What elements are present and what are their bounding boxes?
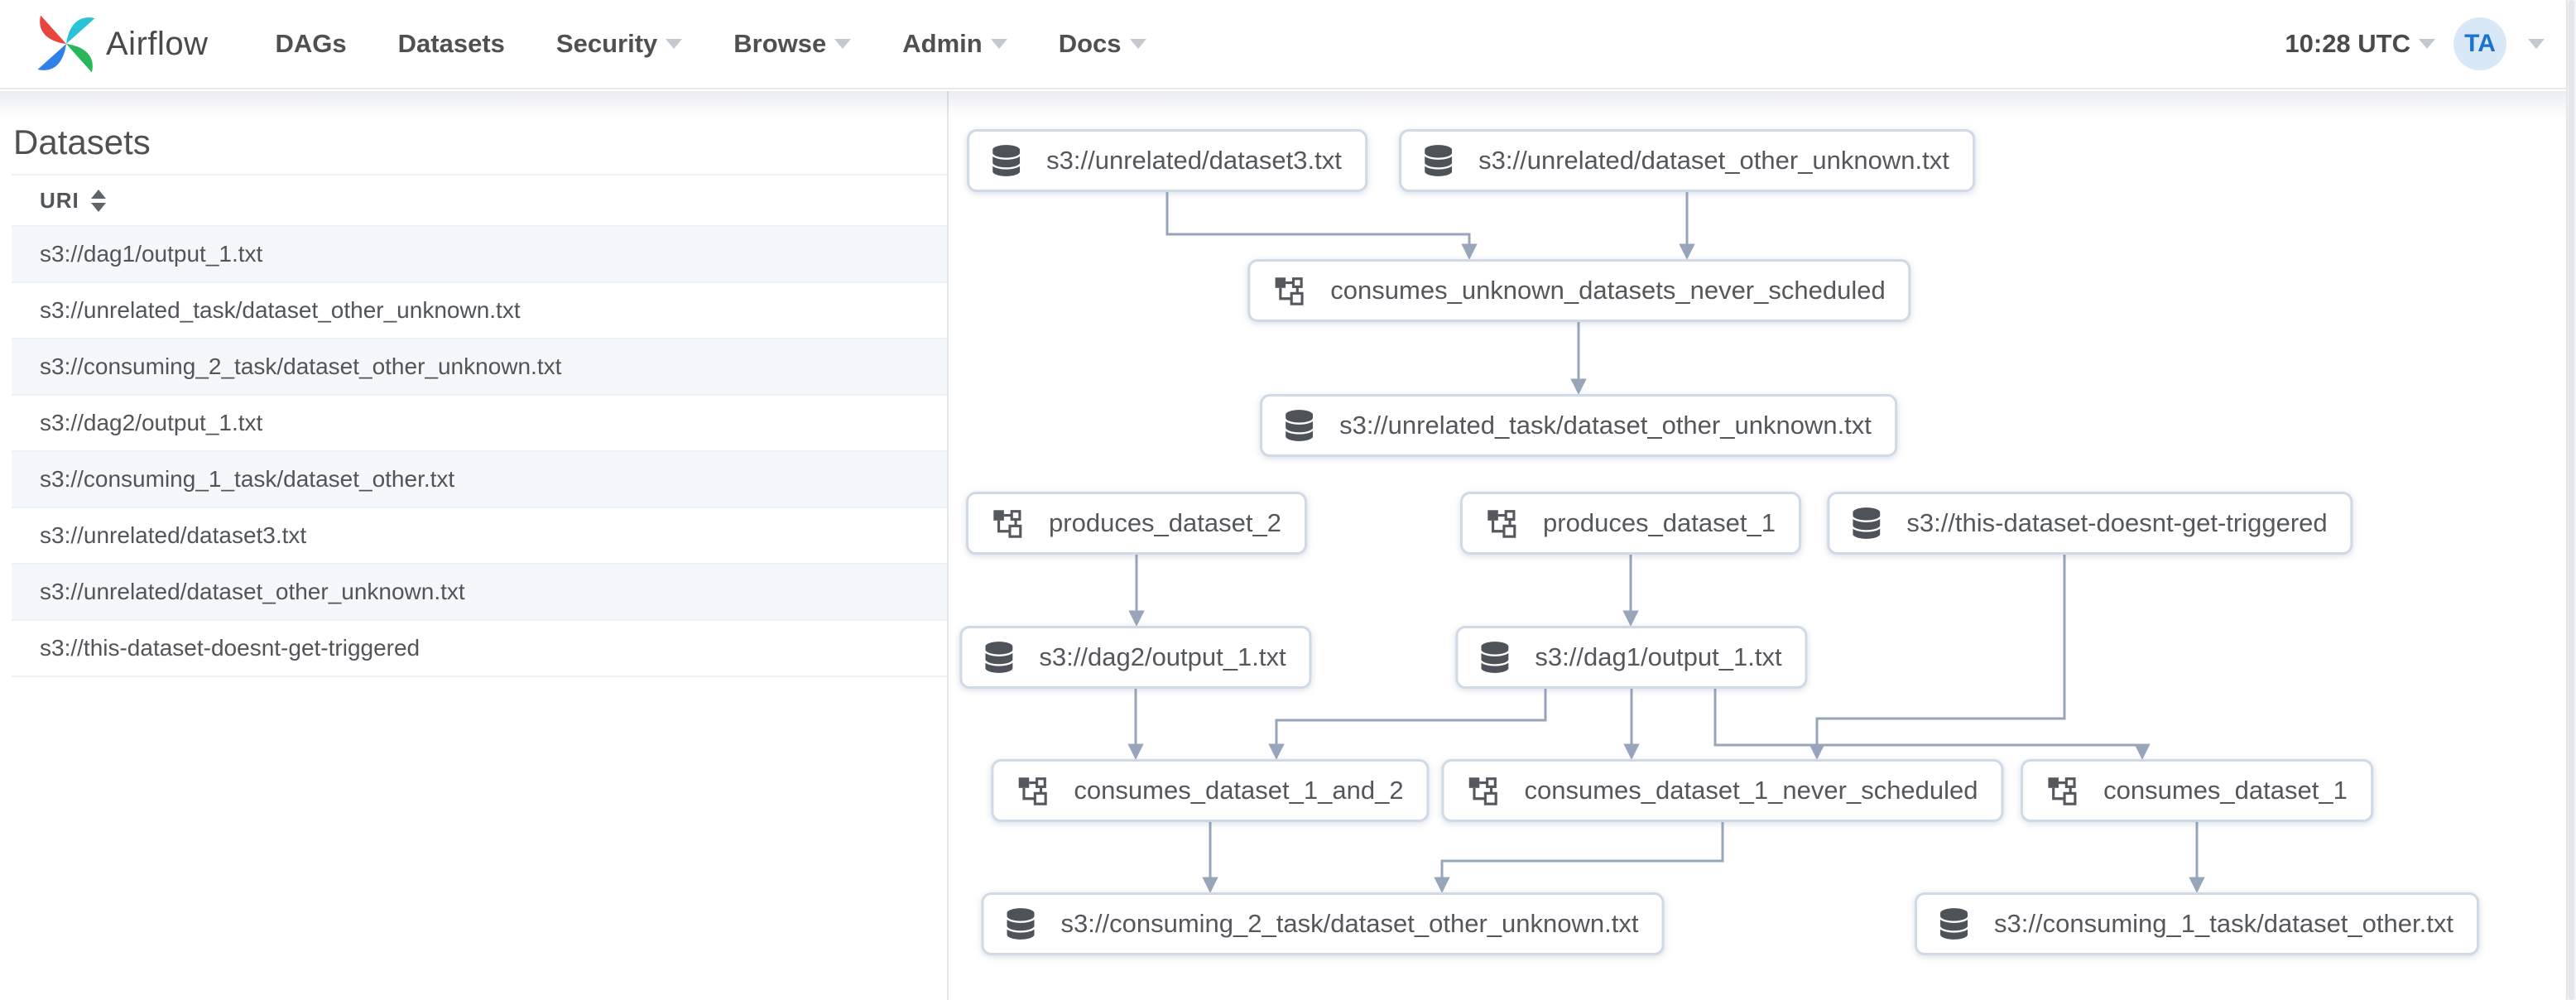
graph-node-consumes-unknown-datasets-never-scheduled[interactable]: consumes_unknown_datasets_never_schedule… <box>1247 259 1911 322</box>
graph-node-unrelated-dataset-other-unknown[interactable]: s3://unrelated/dataset_other_unknown.txt <box>1399 129 1975 192</box>
dag-icon <box>992 508 1022 539</box>
graph-node-label: s3://consuming_2_task/dataset_other_unkn… <box>1060 909 1639 938</box>
graph-node-label: produces_dataset_2 <box>1049 508 1281 537</box>
nav-item-label: Admin <box>902 29 983 58</box>
nav-item-label: Docs <box>1058 29 1122 58</box>
user-menu[interactable]: TA <box>2453 17 2545 70</box>
graph-node-produces-dataset-1[interactable]: produces_dataset_1 <box>1460 492 1801 555</box>
chevron-down-icon <box>990 39 1007 49</box>
graph-node-this-dataset-doesnt-get-triggered[interactable]: s3://this-dataset-doesnt-get-triggered <box>1827 492 2353 555</box>
clock-label: 10:28 UTC <box>2285 29 2410 58</box>
database-icon <box>1853 507 1881 539</box>
nav-item-docs[interactable]: Docs <box>1033 29 1172 59</box>
nav-item-security[interactable]: Security <box>531 29 708 59</box>
brand-title: Airflow <box>106 25 209 62</box>
dag-icon <box>2046 776 2077 806</box>
graph-node-label: s3://unrelated/dataset_other_unknown.txt <box>1478 146 1949 175</box>
chevron-down-icon <box>666 39 683 49</box>
graph-node-label: s3://dag1/output_1.txt <box>1535 642 1782 671</box>
database-icon <box>1481 642 1509 673</box>
nav-item-admin[interactable]: Admin <box>877 29 1032 59</box>
uri-cell: s3://unrelated/dataset3.txt <box>40 522 307 548</box>
nav-item-label: Datasets <box>397 29 505 58</box>
nav-item-datasets[interactable]: Datasets <box>372 29 531 59</box>
uri-cell: s3://unrelated/dataset_other_unknown.txt <box>40 579 465 604</box>
graph-node-consuming-2-task-dataset-other-unknown[interactable]: s3://consuming_2_task/dataset_other_unkn… <box>981 892 1665 955</box>
database-icon <box>1286 410 1314 441</box>
dag-icon <box>1273 276 1304 306</box>
uri-cell: s3://consuming_2_task/dataset_other_unkn… <box>40 353 562 379</box>
sort-icon <box>90 189 106 212</box>
graph-node-label: consumes_dataset_1_never_scheduled <box>1524 776 1978 805</box>
table-row[interactable]: s3://consuming_1_task/dataset_other.txt <box>12 452 947 508</box>
database-icon <box>1940 908 1968 940</box>
nav-item-label: Security <box>555 29 658 58</box>
uri-cell: s3://consuming_1_task/dataset_other.txt <box>40 466 455 492</box>
graph-node-consuming-1-task-dataset-other[interactable]: s3://consuming_1_task/dataset_other.txt <box>1915 892 2479 955</box>
nav-item-dags[interactable]: DAGs <box>250 29 372 59</box>
scrollbar-thumb[interactable] <box>2569 0 2574 1000</box>
graph-node-label: s3://unrelated_task/dataset_other_unknow… <box>1339 411 1872 440</box>
graph-node-dag2-output-1[interactable]: s3://dag2/output_1.txt <box>959 626 1312 689</box>
graph-node-label: consumes_dataset_1 <box>2103 776 2348 805</box>
uri-cell: s3://this-dataset-doesnt-get-triggered <box>40 635 421 661</box>
uri-header-label: URI <box>40 187 79 213</box>
table-row[interactable]: s3://dag1/output_1.txt <box>12 227 947 283</box>
table-row[interactable]: s3://unrelated/dataset3.txt <box>12 508 947 565</box>
chevron-down-icon <box>834 39 852 49</box>
page-title: Datasets <box>13 123 151 161</box>
nav-item-browse[interactable]: Browse <box>708 29 877 59</box>
nav-item-label: Browse <box>733 29 827 58</box>
graph-node-label: s3://consuming_1_task/dataset_other.txt <box>1994 909 2453 938</box>
uri-column-header[interactable]: URI <box>12 175 947 227</box>
database-icon <box>985 642 1013 673</box>
nav-item-label: DAGs <box>275 29 347 58</box>
graph-node-label: s3://this-dataset-doesnt-get-triggered <box>1906 508 2328 537</box>
table-row[interactable]: s3://unrelated/dataset_other_unknown.txt <box>12 565 947 621</box>
graph-node-label: s3://dag2/output_1.txt <box>1039 642 1286 671</box>
uri-cell: s3://dag2/output_1.txt <box>40 410 263 435</box>
datasets-table: URI s3://dag1/output_1.txt s3://unrelated… <box>12 174 947 677</box>
chevron-down-icon <box>1129 39 1146 49</box>
dag-icon <box>1467 776 1497 806</box>
database-icon <box>992 145 1021 176</box>
dag-icon <box>1486 508 1516 539</box>
table-row[interactable]: s3://dag2/output_1.txt <box>12 396 947 452</box>
nav-items: DAGs Datasets Security Browse Admin Docs <box>250 29 1172 59</box>
graph-node-label: s3://unrelated/dataset3.txt <box>1046 146 1342 175</box>
graph-node-produces-dataset-2[interactable]: produces_dataset_2 <box>966 492 1307 555</box>
uri-cell: s3://unrelated_task/dataset_other_unknow… <box>40 297 521 323</box>
datasets-table-body: s3://dag1/output_1.txt s3://unrelated_tas… <box>12 227 947 677</box>
avatar: TA <box>2453 17 2506 70</box>
scrollbar[interactable] <box>2566 0 2576 1000</box>
graph-node-label: consumes_unknown_datasets_never_schedule… <box>1330 276 1886 305</box>
graph-node-label: consumes_dataset_1_and_2 <box>1074 776 1404 805</box>
graph-node-dag1-output-1[interactable]: s3://dag1/output_1.txt <box>1455 626 1808 689</box>
graph-node-consumes-dataset-1[interactable]: consumes_dataset_1 <box>2021 759 2373 822</box>
dag-icon <box>1016 776 1047 806</box>
airflow-logo-icon <box>35 12 98 75</box>
table-row[interactable]: s3://unrelated_task/dataset_other_unknow… <box>12 283 947 339</box>
uri-cell: s3://dag1/output_1.txt <box>40 241 263 267</box>
graph-node-unrelated-dataset3[interactable]: s3://unrelated/dataset3.txt <box>967 129 1367 192</box>
graph-node-consumes-dataset-1-and-2[interactable]: consumes_dataset_1_and_2 <box>991 759 1430 822</box>
graph-node-label: produces_dataset_1 <box>1543 508 1776 537</box>
airflow-brand-link[interactable]: Airflow <box>35 12 209 75</box>
graph-node-unrelated-task-dataset-other-unknown[interactable]: s3://unrelated_task/dataset_other_unknow… <box>1260 394 1897 457</box>
chevron-down-icon <box>2419 39 2435 49</box>
table-row[interactable]: s3://consuming_2_task/dataset_other_unkn… <box>12 339 947 396</box>
clock-dropdown[interactable]: 10:28 UTC <box>2285 29 2435 59</box>
database-icon <box>1425 145 1453 176</box>
table-row[interactable]: s3://this-dataset-doesnt-get-triggered <box>12 621 947 677</box>
chevron-down-icon <box>2528 39 2545 49</box>
graph-node-consumes-dataset-1-never-scheduled[interactable]: consumes_dataset_1_never_scheduled <box>1441 759 2004 822</box>
database-icon <box>1007 908 1035 940</box>
navbar-right: 10:28 UTC TA <box>2285 17 2545 70</box>
